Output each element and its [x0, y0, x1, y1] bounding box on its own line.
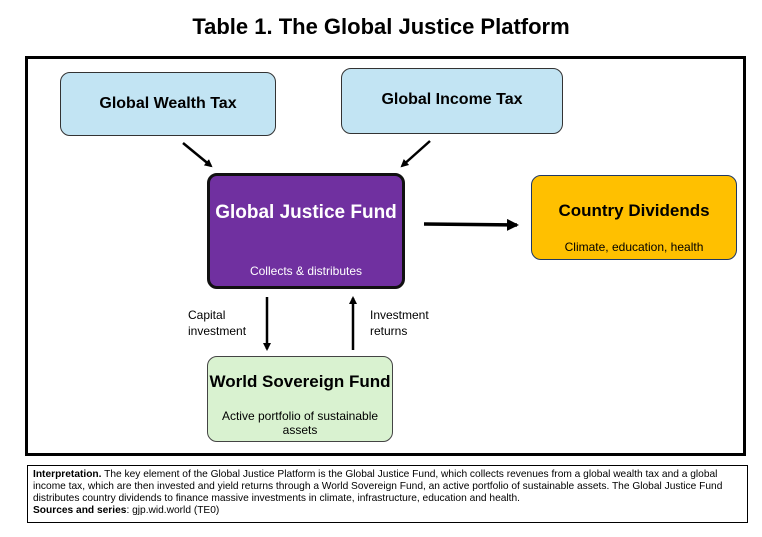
- interpretation-label: Interpretation.: [33, 469, 102, 480]
- edge-label-investment-returns: Investment returns: [370, 308, 429, 338]
- node-country-dividends: Country Dividends Climate, education, he…: [531, 175, 737, 260]
- node-global-justice-fund: Global Justice Fund Collects & distribut…: [207, 173, 405, 289]
- node-subtitle: Climate, education, health: [564, 240, 704, 254]
- arrow-fund-to-dividends: [423, 218, 519, 231]
- arrow-income-to-fund: [400, 140, 431, 168]
- page-title: Table 1. The Global Justice Platform: [192, 14, 570, 39]
- interpretation-text: The key element of the Global Justice Pl…: [33, 469, 723, 504]
- arrow-wealth-to-fund: [182, 142, 213, 168]
- node-title: Global Wealth Tax: [99, 95, 237, 112]
- node-global-wealth-tax: Global Wealth Tax: [60, 72, 276, 136]
- edge-label-capital-investment: Capital investment: [188, 308, 247, 338]
- node-title: World Sovereign Fund: [209, 372, 391, 391]
- node-world-sovereign-fund: World Sovereign Fund Active portfolio of…: [207, 356, 393, 442]
- node-title: Global Justice Fund: [215, 202, 397, 223]
- caption-box: Interpretation. The key element of the G…: [27, 465, 748, 523]
- node-subtitle: Collects & distributes: [249, 264, 363, 278]
- sources-label: Sources and series: [33, 505, 127, 516]
- diagram-frame: [25, 56, 746, 456]
- sources-text: : gjp.wid.world (TE0): [126, 505, 220, 516]
- node-title: Country Dividends: [558, 201, 710, 220]
- node-title: Global Income Tax: [381, 91, 523, 108]
- node-subtitle: Active portfolio of sustainable assets: [221, 409, 379, 437]
- node-global-income-tax: Global Income Tax: [341, 68, 563, 134]
